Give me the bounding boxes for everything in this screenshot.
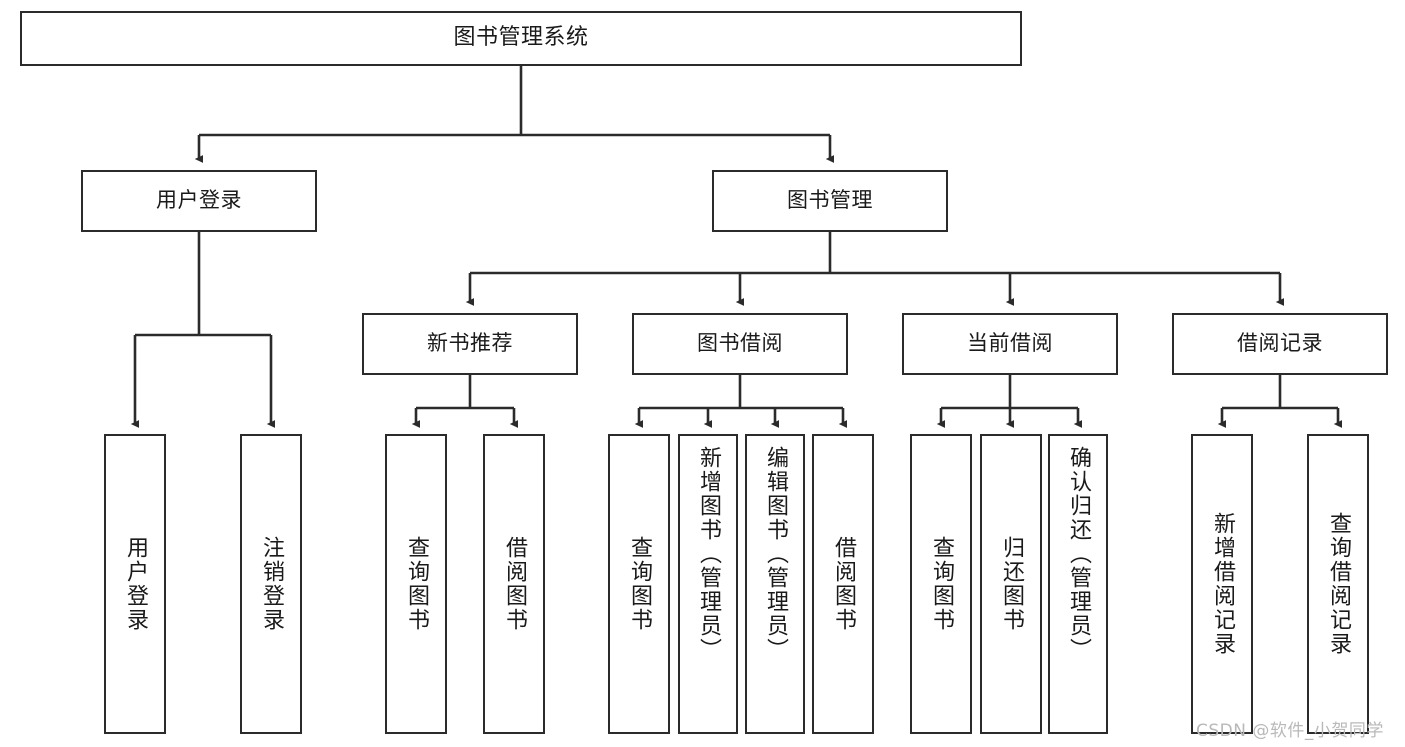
node-leaf-user-login[interactable]: 用户登录 (104, 434, 166, 734)
node-book-borrow[interactable]: 图书借阅 (632, 313, 848, 375)
node-leaf-confirm-return[interactable]: 确认归还（管理员） (1048, 434, 1108, 734)
node-user-login[interactable]: 用户登录 (81, 170, 317, 232)
node-label: 图书借阅 (697, 331, 783, 356)
node-label: 新增借阅记录 (1210, 512, 1235, 656)
node-root-system[interactable]: 图书管理系统 (20, 11, 1022, 66)
node-current-borrow[interactable]: 当前借阅 (902, 313, 1118, 375)
node-leaf-query-book-1[interactable]: 查询图书 (385, 434, 447, 734)
node-leaf-query-record[interactable]: 查询借阅记录 (1307, 434, 1369, 734)
node-book-management[interactable]: 图书管理 (712, 170, 948, 232)
node-leaf-return-book[interactable]: 归还图书 (980, 434, 1042, 734)
node-leaf-query-book-2[interactable]: 查询图书 (608, 434, 670, 734)
node-label: 借阅图书 (831, 536, 856, 632)
node-label: 当前借阅 (967, 331, 1053, 356)
node-label: 确认归还（管理员） (1066, 446, 1091, 662)
node-label: 图书管理 (787, 188, 873, 213)
node-label: 查询借阅记录 (1326, 512, 1351, 656)
node-leaf-borrow-book-1[interactable]: 借阅图书 (483, 434, 545, 734)
node-label: 查询图书 (929, 536, 954, 632)
node-label: 借阅图书 (502, 536, 527, 632)
node-label: 归还图书 (999, 536, 1024, 632)
node-leaf-add-record[interactable]: 新增借阅记录 (1191, 434, 1253, 734)
node-label: 查询图书 (404, 536, 429, 632)
watermark-text: CSDN @软件_小贺同学 (1196, 721, 1384, 741)
node-leaf-logout-login[interactable]: 注销登录 (240, 434, 302, 734)
node-label: 编辑图书（管理员） (763, 446, 788, 662)
node-leaf-borrow-book-2[interactable]: 借阅图书 (812, 434, 874, 734)
node-label: 图书管理系统 (453, 25, 589, 51)
node-label: 注销登录 (259, 536, 284, 632)
node-label: 用户登录 (123, 536, 148, 632)
node-leaf-query-book-3[interactable]: 查询图书 (910, 434, 972, 734)
node-label: 用户登录 (156, 188, 242, 213)
node-label: 新增图书（管理员） (696, 446, 721, 662)
node-label: 新书推荐 (427, 331, 513, 356)
node-label: 借阅记录 (1237, 331, 1323, 356)
node-borrow-record[interactable]: 借阅记录 (1172, 313, 1388, 375)
node-label: 查询图书 (627, 536, 652, 632)
node-leaf-edit-book[interactable]: 编辑图书（管理员） (745, 434, 805, 734)
node-new-book-recommend[interactable]: 新书推荐 (362, 313, 578, 375)
node-leaf-add-book[interactable]: 新增图书（管理员） (678, 434, 738, 734)
